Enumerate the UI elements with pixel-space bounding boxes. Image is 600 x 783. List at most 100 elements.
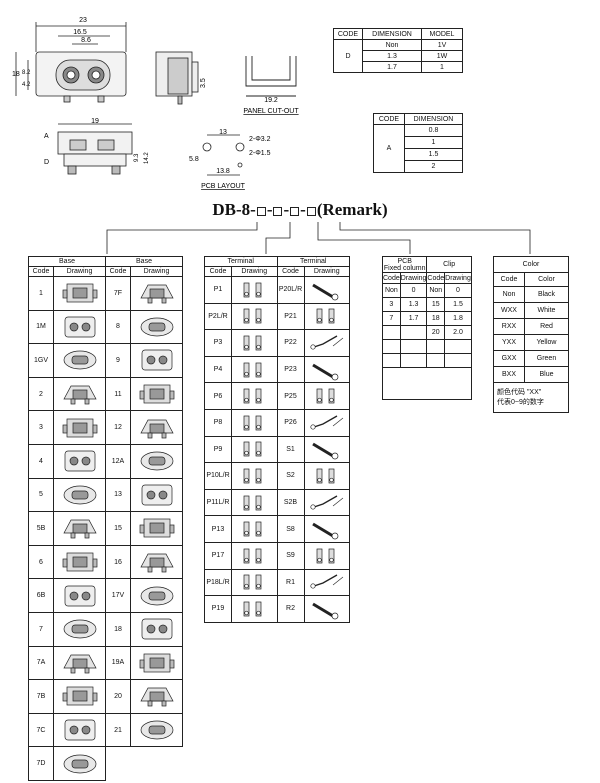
pcb-clip-cell: Non xyxy=(382,283,401,298)
part-number-remark: (Remark) xyxy=(316,200,388,219)
terminal-drawing xyxy=(231,329,278,357)
base-row: 7D xyxy=(28,746,183,781)
base-box-icon xyxy=(256,206,266,216)
terminal-drawing xyxy=(231,595,278,623)
terminal-drawing xyxy=(303,276,350,304)
pcb-clip-cell: 3 xyxy=(382,297,401,312)
base-code: 2 xyxy=(28,376,54,412)
base-col-code: Code xyxy=(105,266,131,277)
terminal-code: P11L/R xyxy=(204,488,232,517)
connector-lines xyxy=(106,222,531,254)
pcb-clip-cell xyxy=(382,325,401,340)
terminal-code: P10L/R xyxy=(204,462,232,490)
dim-18: 18 xyxy=(12,71,20,78)
dim-8-6: 8.6 xyxy=(81,37,91,44)
socket-base-icon xyxy=(62,654,97,674)
socket-base-icon xyxy=(64,585,95,606)
base-code: 20 xyxy=(105,679,131,714)
terminal-icon xyxy=(243,521,262,537)
socket-base-icon xyxy=(63,619,96,639)
terminal-drawing xyxy=(231,302,278,331)
terminal-code: P21 xyxy=(276,302,305,331)
base-code: 5B xyxy=(28,511,54,546)
dimension-table-cell: 2 xyxy=(404,160,463,173)
socket-base-icon xyxy=(139,519,174,538)
dim-2-phi-1-5: 2-Φ1.5 xyxy=(249,150,271,157)
base-code: 1 xyxy=(28,276,54,311)
base-code: 7C xyxy=(28,712,54,748)
terminal-drawing xyxy=(303,568,350,597)
dimension-table-header: DIMENSION xyxy=(404,113,463,125)
base-drawing xyxy=(53,410,106,445)
terminal-code: S8 xyxy=(276,515,305,543)
color-name: Yellow xyxy=(524,334,569,351)
terminal-icon xyxy=(311,522,339,540)
terminal-icon xyxy=(311,283,339,301)
terminal-icon xyxy=(243,282,262,298)
base-drawing xyxy=(53,746,106,781)
base-drawing xyxy=(53,276,106,311)
pcb-clip-row xyxy=(382,353,472,368)
terminal-drawing xyxy=(231,515,278,543)
base-col-drawing: Drawing xyxy=(53,266,106,277)
pcb-clip-col: Code xyxy=(382,272,401,284)
socket-front-view-drawing: 23 16.5 8.6 18 8.2 4.2 xyxy=(12,17,127,103)
socket-base-icon xyxy=(139,688,174,707)
terminal-col-drawing: Drawing xyxy=(231,266,278,277)
dim-13-8: 13.8 xyxy=(216,168,230,175)
base-drawing xyxy=(130,645,183,681)
dim-14-2: 14.2 xyxy=(144,152,150,164)
base-empty xyxy=(106,747,131,781)
socket-base-icon xyxy=(140,317,173,337)
socket-base-icon xyxy=(140,451,173,471)
socket-base-icon xyxy=(62,418,97,438)
color-code: GXX xyxy=(493,350,525,367)
pcb-clip-cell: 15 xyxy=(426,297,446,312)
pcb-clip-cell: 1.8 xyxy=(444,311,472,326)
base-drawing xyxy=(53,376,106,412)
terminal-icon xyxy=(310,574,343,589)
base-col-drawing: Drawing xyxy=(130,266,183,277)
terminal-icon xyxy=(243,335,262,351)
pcb-clip-cell: 20 xyxy=(426,325,446,340)
socket-base-icon xyxy=(63,351,96,370)
dimension-table-code: A xyxy=(373,124,405,173)
base-code: 17V xyxy=(105,578,131,613)
terminal-drawing xyxy=(231,488,278,517)
socket-base-icon xyxy=(140,720,173,740)
base-code: 16 xyxy=(105,544,131,580)
terminal-code: P19 xyxy=(204,595,232,623)
terminal-drawing xyxy=(303,408,350,437)
pcb-clip-cell xyxy=(399,339,428,354)
terminal-code: P6 xyxy=(204,382,232,410)
terminal-icon xyxy=(310,335,343,350)
dim-5-8: 5.8 xyxy=(189,156,199,163)
base-drawing xyxy=(53,611,106,647)
dim-8-2: 8.2 xyxy=(22,70,31,76)
base-drawing xyxy=(130,578,183,613)
terminal-icon xyxy=(316,309,335,324)
base-drawing xyxy=(53,511,106,546)
pcb-clip-col: Drawing xyxy=(399,272,428,284)
dim-3-5: 3.5 xyxy=(200,78,207,88)
base-drawing xyxy=(53,343,106,378)
base-drawing xyxy=(130,611,183,647)
color-code: BXX xyxy=(493,366,525,383)
terminal-code: P3 xyxy=(204,329,232,357)
